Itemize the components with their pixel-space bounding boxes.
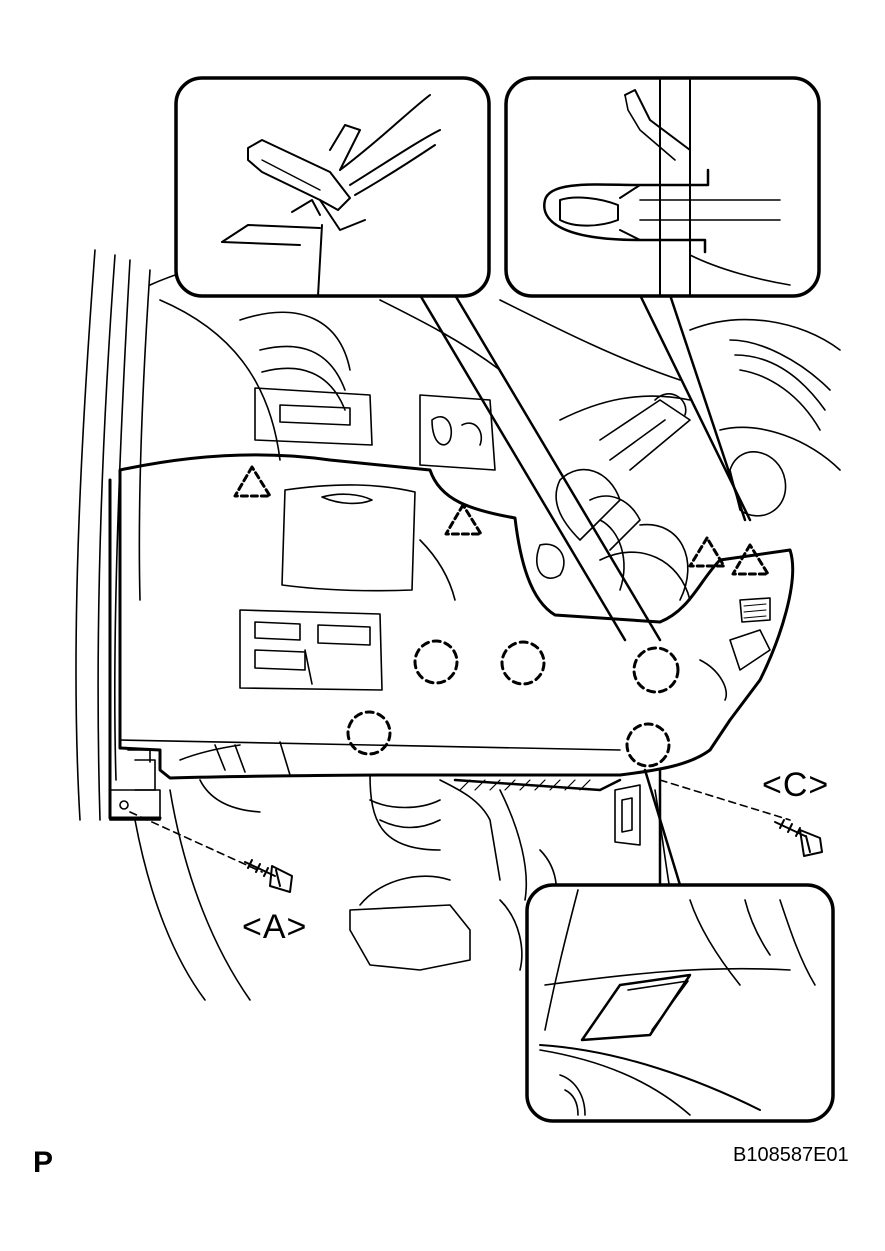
lower-area (199, 774, 671, 971)
detail-view-bracket (525, 883, 835, 1123)
dashed-triangle-claw-icon (444, 503, 483, 536)
steering-column (535, 393, 691, 601)
dashboard-upper (149, 253, 841, 517)
panel-details (119, 484, 771, 776)
screw-guide-lines (129, 779, 791, 873)
detail-view-clip (504, 76, 821, 298)
clip-markers (346, 639, 680, 768)
dashed-circle-clip-icon (346, 710, 392, 756)
detail-view-claw (174, 76, 491, 298)
dashed-triangle-claw-icon (688, 536, 726, 568)
dashed-circle-clip-icon (500, 640, 546, 686)
screw-c-icon (774, 819, 823, 857)
screw-a-icon (244, 859, 293, 893)
bolt-hole-icon (119, 800, 129, 810)
lower-instrument-panel (108, 453, 795, 820)
callout-c-label: <C> (762, 766, 830, 804)
callout-a-label: <A> (242, 908, 308, 946)
dashed-circle-clip-icon (413, 639, 459, 685)
claw-markers (233, 465, 770, 576)
detail-leader-lines (418, 293, 752, 887)
dashed-circle-clip-icon (632, 646, 680, 694)
dashed-circle-clip-icon (625, 722, 671, 768)
left-pillar (75, 249, 251, 1001)
left-bracket (109, 749, 161, 821)
dashed-triangle-claw-icon (731, 543, 770, 576)
page-marker-label: P (33, 1146, 54, 1179)
dashed-triangle-claw-icon (233, 465, 272, 498)
figure-code-label: B108587E01 (733, 1144, 849, 1166)
